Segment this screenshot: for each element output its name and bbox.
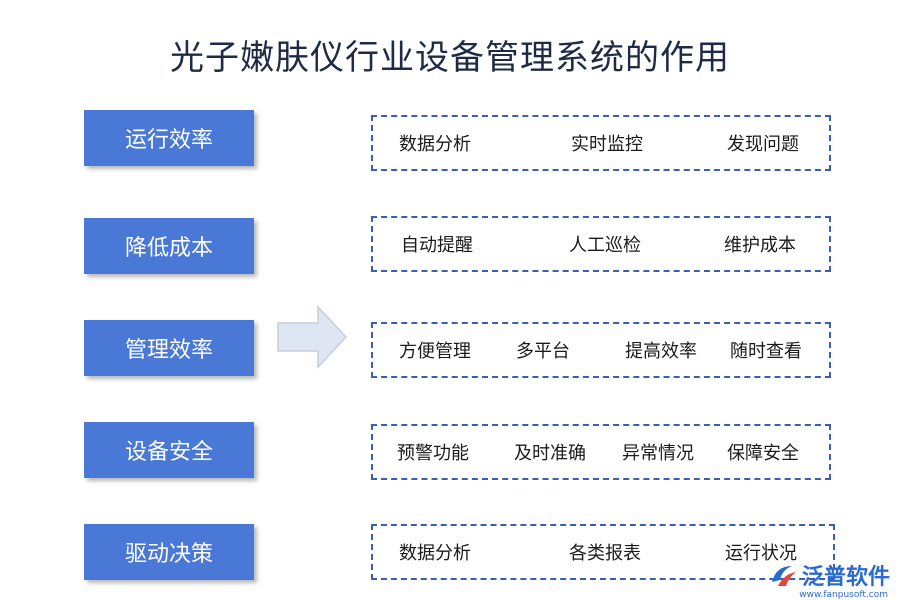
- right-arrow-icon: [277, 305, 348, 369]
- detail-item: 数据分析: [399, 134, 471, 155]
- detail-item: 人工巡检: [569, 235, 641, 256]
- page-title: 光子嫩肤仪行业设备管理系统的作用: [170, 38, 730, 78]
- category-box-operating-efficiency: 运行效率: [84, 110, 254, 166]
- detail-box-management-efficiency: 方便管理 多平台 提高效率 随时查看: [371, 322, 831, 378]
- brand-logo: 泛普软件: [768, 558, 890, 592]
- detail-item: 实时监控: [571, 134, 643, 155]
- detail-item: 提高效率: [625, 341, 697, 362]
- detail-item: 异常情况: [622, 443, 694, 464]
- category-box-reduce-cost: 降低成本: [84, 218, 254, 274]
- detail-item: 保障安全: [727, 443, 799, 464]
- category-box-drive-decisions: 驱动决策: [84, 524, 254, 580]
- detail-item: 多平台: [516, 341, 570, 362]
- detail-item: 各类报表: [569, 543, 641, 564]
- detail-box-reduce-cost: 自动提醒 人工巡检 维护成本: [371, 216, 831, 272]
- brand-url: www.fanpusoft.com: [799, 590, 888, 600]
- detail-item: 维护成本: [724, 235, 796, 256]
- detail-box-equipment-safety: 预警功能 及时准确 异常情况 保障安全: [371, 424, 831, 480]
- detail-box-drive-decisions: 数据分析 各类报表 运行状况: [371, 524, 835, 580]
- detail-item: 随时查看: [730, 341, 802, 362]
- brand-name: 泛普软件: [801, 565, 890, 590]
- category-box-management-efficiency: 管理效率: [84, 320, 254, 376]
- detail-item: 数据分析: [399, 543, 471, 564]
- fanpu-logo-icon: [771, 566, 796, 586]
- detail-item: 自动提醒: [401, 235, 473, 256]
- detail-item: 预警功能: [397, 443, 469, 464]
- category-box-equipment-safety: 设备安全: [84, 422, 254, 478]
- detail-box-operating-efficiency: 数据分析 实时监控 发现问题: [371, 115, 831, 171]
- detail-item: 及时准确: [514, 443, 586, 464]
- detail-item: 方便管理: [399, 341, 471, 362]
- detail-item: 发现问题: [727, 134, 799, 155]
- detail-item: 运行状况: [725, 543, 797, 564]
